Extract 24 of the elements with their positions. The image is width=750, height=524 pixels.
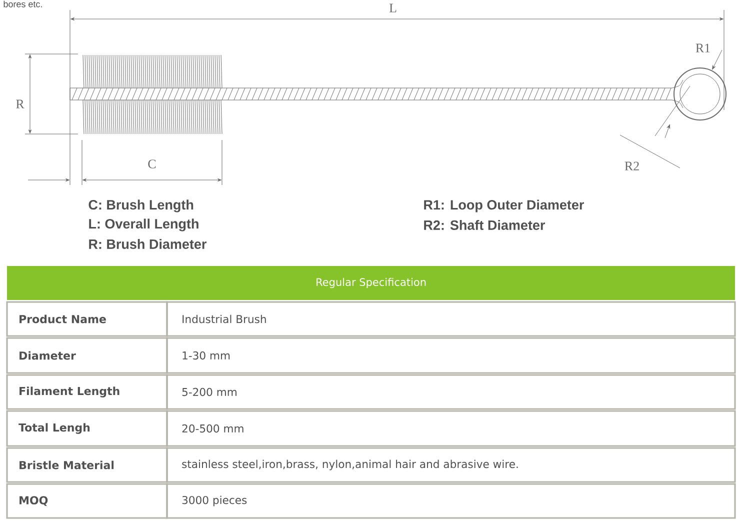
definition-text: R1: Loop Outer Diameter bbox=[424, 200, 584, 212]
definition-text: L: Overall Length bbox=[89, 218, 198, 232]
dimension-label: L bbox=[389, 4, 396, 12]
row-heading: MOQ bbox=[20, 496, 48, 506]
row-heading: Bristle Material bbox=[20, 460, 114, 470]
table-header: Regular Specification bbox=[7, 266, 735, 300]
row-heading: Total Lengh bbox=[18, 423, 90, 434]
row-heading: Product Name bbox=[20, 314, 106, 324]
dimension-label: R bbox=[16, 100, 24, 108]
definition-text: C: Brush Length bbox=[88, 200, 194, 212]
dimension-label: C bbox=[148, 160, 156, 168]
table-cell: 20-500 mm bbox=[182, 424, 244, 433]
table-cell: stainless steel,iron,brass, nylon,animal hair and abrasive wire. bbox=[182, 460, 518, 470]
table-cell: 5-200 mm bbox=[182, 388, 236, 396]
dimension-label: R2 bbox=[624, 162, 639, 170]
dimension-label: R1 bbox=[696, 44, 710, 52]
note-text: bores etc. bbox=[4, 0, 42, 8]
definition-text: R2: Shaft Diameter bbox=[424, 220, 545, 230]
definition-text: R: Brush Diameter bbox=[89, 239, 206, 249]
table-cell: 1-30 mm bbox=[182, 351, 230, 360]
table-cell: 3000 pieces bbox=[182, 496, 247, 506]
table-cell: Industrial Brush bbox=[182, 314, 266, 324]
row-heading: Diameter bbox=[20, 351, 76, 360]
row-heading: Filament Length bbox=[20, 386, 120, 398]
